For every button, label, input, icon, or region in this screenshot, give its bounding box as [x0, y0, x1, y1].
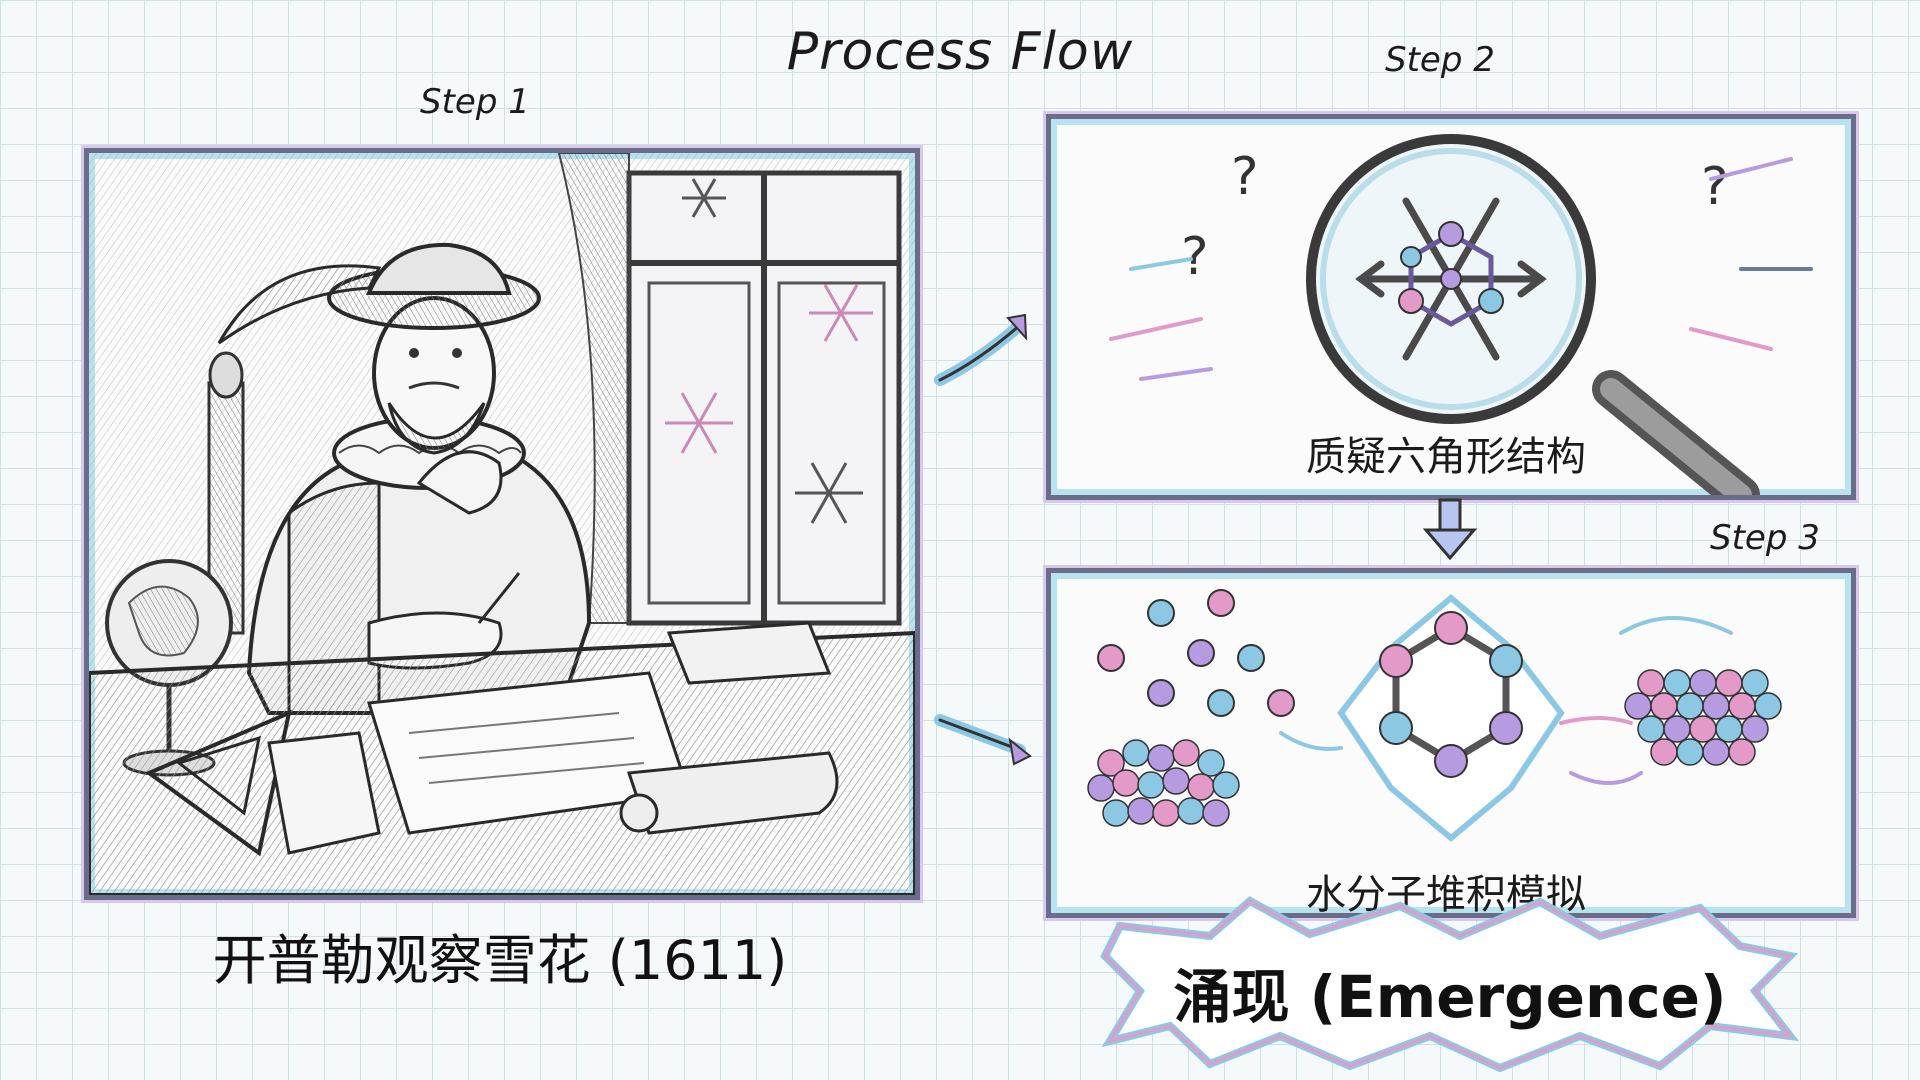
step-1-label: Step 1 — [420, 82, 530, 122]
magnifier-illustration: ? ? ? — [1109, 134, 1813, 495]
diagram-title: Process Flow — [786, 22, 1134, 82]
kepler-illustration — [89, 153, 915, 895]
molecule-cluster-left — [1087, 739, 1240, 827]
step-1-caption: 开普勒观察雪花 (1611) — [212, 929, 788, 992]
step-2-panel: ? ? ? — [1046, 114, 1856, 500]
svg-text:?: ? — [1181, 227, 1209, 287]
step-2-caption: 质疑六角形结构 — [1306, 434, 1586, 480]
arrow-step1-to-step3 — [934, 714, 1032, 766]
arrow-step2-to-step3 — [1422, 498, 1478, 561]
arrow-step1-to-step2 — [934, 313, 1028, 386]
molecule-stacking-illustration — [1087, 589, 1782, 842]
snowflake-icon — [665, 284, 873, 454]
step-3-panel — [1046, 568, 1856, 918]
molecule-core — [1398, 221, 1504, 327]
molecule-lattice-right — [1624, 669, 1782, 766]
kepler-figure — [217, 242, 592, 715]
question-mark-icon: ? ? ? — [1181, 147, 1729, 287]
emergence-label: 涌现 (Emergence) — [1173, 963, 1727, 1031]
svg-text:?: ? — [1231, 147, 1259, 207]
window — [557, 153, 902, 626]
step-1-panel — [84, 148, 920, 900]
step-3-label: Step 3 — [1710, 518, 1820, 558]
emergence-burst — [1100, 896, 1800, 1072]
hexagon-molecule — [1337, 594, 1565, 842]
scattered-molecules — [1097, 589, 1295, 717]
step-2-label: Step 2 — [1385, 40, 1495, 80]
svg-text:?: ? — [1701, 157, 1729, 217]
desk-papers — [144, 621, 839, 857]
